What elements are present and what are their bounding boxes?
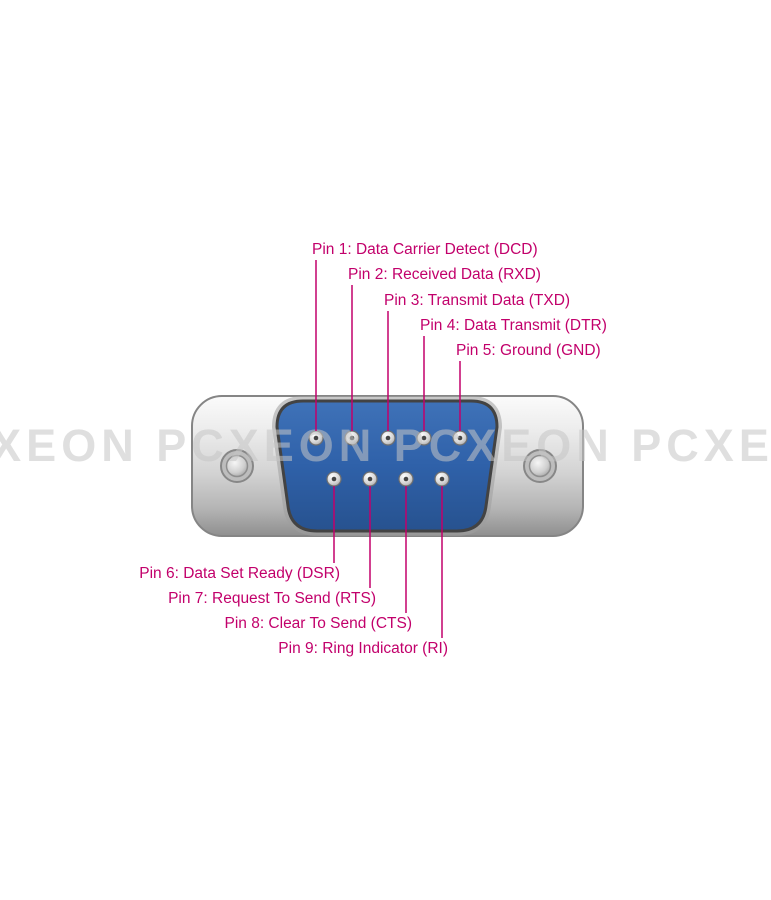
pin-7-label: Pin 7: Request To Send (RTS) xyxy=(168,590,376,607)
pin-8-label: Pin 8: Clear To Send (CTS) xyxy=(224,615,412,632)
pin-1-label: Pin 1: Data Carrier Detect (DCD) xyxy=(312,241,538,258)
pin-9-label: Pin 9: Ring Indicator (RI) xyxy=(278,640,448,657)
pin-5-label: Pin 5: Ground (GND) xyxy=(456,342,601,359)
pin-2 xyxy=(344,430,360,446)
pin-8 xyxy=(398,471,414,487)
pin-6 xyxy=(326,471,342,487)
screw-hole-right xyxy=(523,449,557,483)
pin-4 xyxy=(416,430,432,446)
pin-5 xyxy=(452,430,468,446)
pin-3-label: Pin 3: Transmit Data (TXD) xyxy=(384,292,571,309)
screw-hole-left xyxy=(220,449,254,483)
pin-2-label: Pin 2: Received Data (RXD) xyxy=(348,266,541,283)
pin-7 xyxy=(362,471,378,487)
pin-9 xyxy=(434,471,450,487)
pin-4-label: Pin 4: Data Transmit (DTR) xyxy=(420,317,607,334)
leader-lines xyxy=(315,260,461,638)
pin-6-label: Pin 6: Data Set Ready (DSR) xyxy=(139,565,340,582)
watermark-text: PCXEON PCXEON PCXEON PCXEON xyxy=(0,420,771,471)
